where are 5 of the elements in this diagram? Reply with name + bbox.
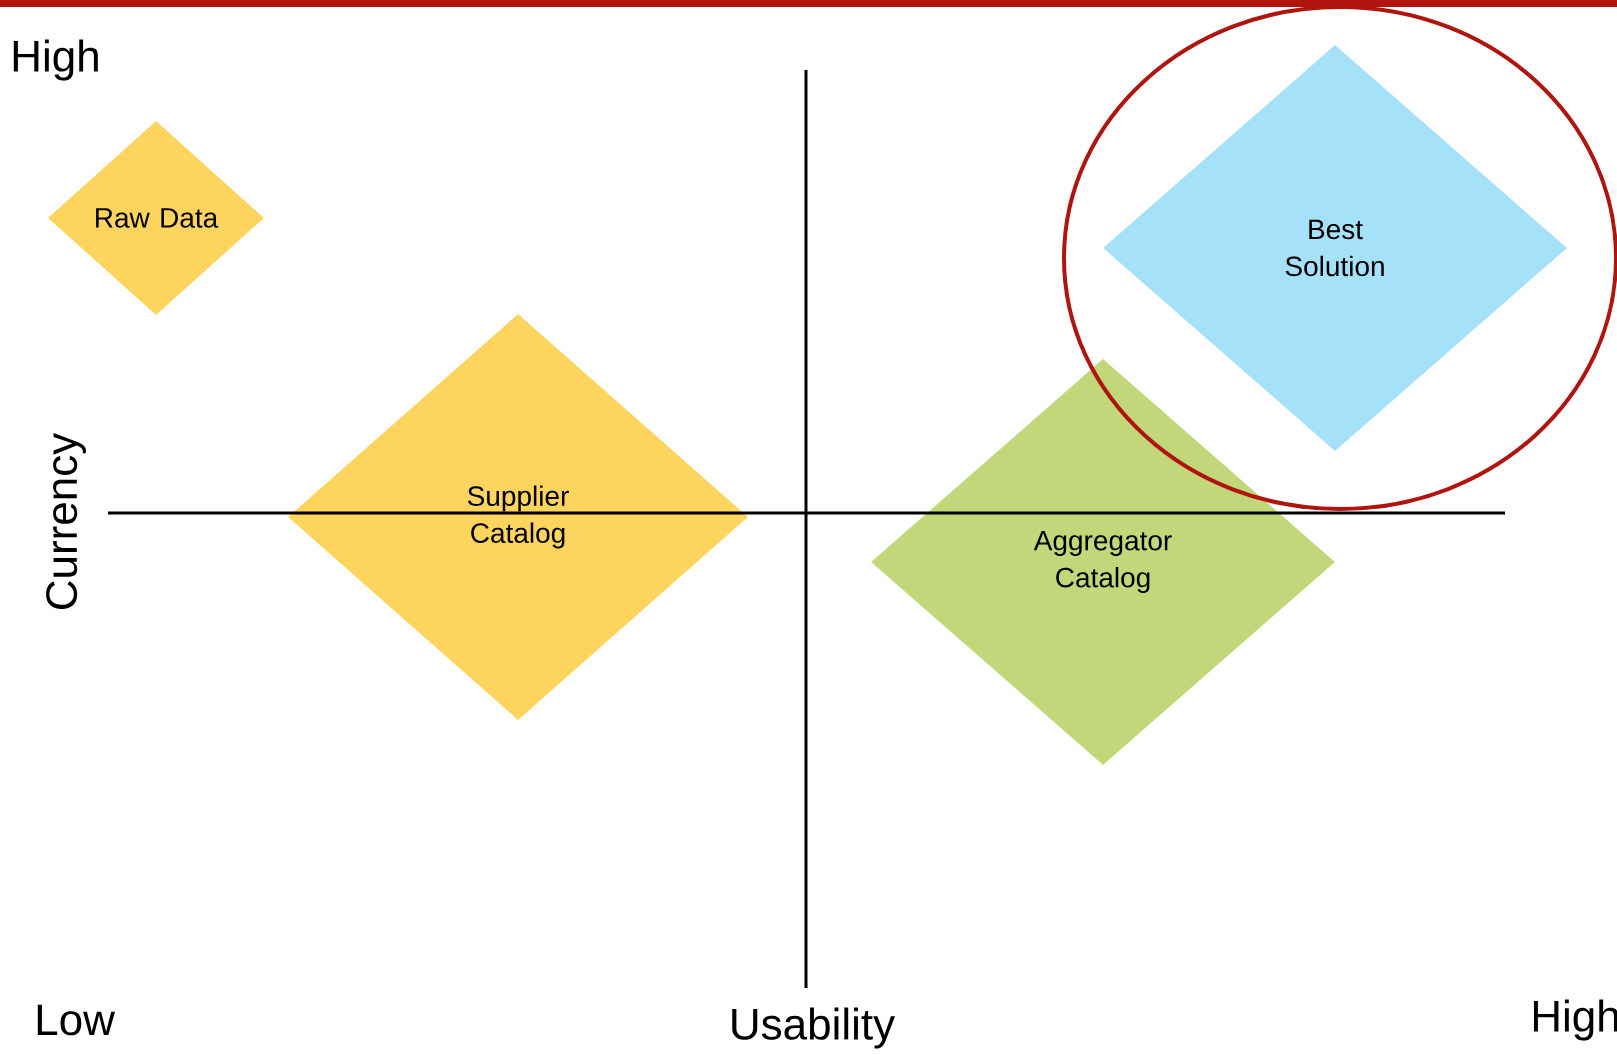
axis-label: High [13, 39, 98, 81]
axis-label: Currency [46, 432, 86, 610]
axis-label: Low [37, 1004, 115, 1036]
axis-label: High [1533, 999, 1617, 1041]
axis-label: Usability [732, 1007, 895, 1049]
